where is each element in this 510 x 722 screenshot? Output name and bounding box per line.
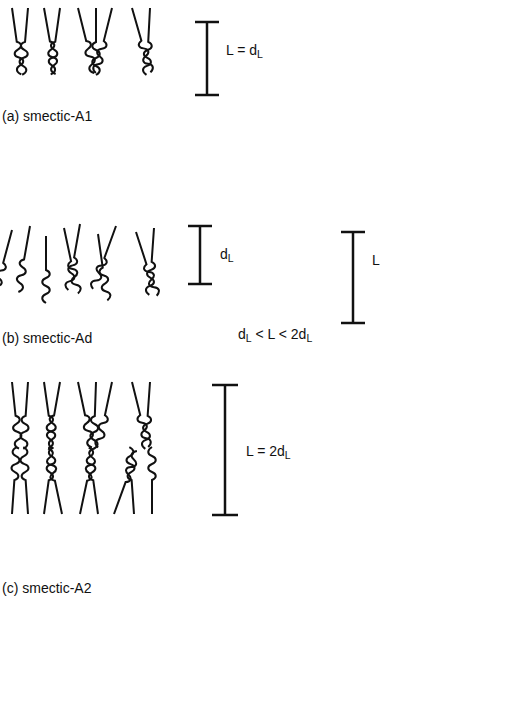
label: (c) smectic-A2 — [2, 580, 91, 597]
label: L = dL — [226, 42, 263, 59]
scale-bar — [195, 22, 219, 95]
label: dL < L < 2dL — [238, 326, 312, 343]
label: (b) smectic-Ad — [2, 330, 92, 347]
scale-bar — [212, 385, 238, 515]
smectic-a1-layer — [8, 7, 154, 75]
smectic-ad-layer — [0, 223, 160, 303]
label: L — [372, 252, 380, 269]
label: dL — [220, 246, 234, 263]
smectic-a2-layer — [8, 381, 155, 515]
label: L = 2dL — [246, 443, 291, 460]
label: (a) smectic-A1 — [2, 108, 92, 125]
scale-bar — [188, 226, 365, 323]
